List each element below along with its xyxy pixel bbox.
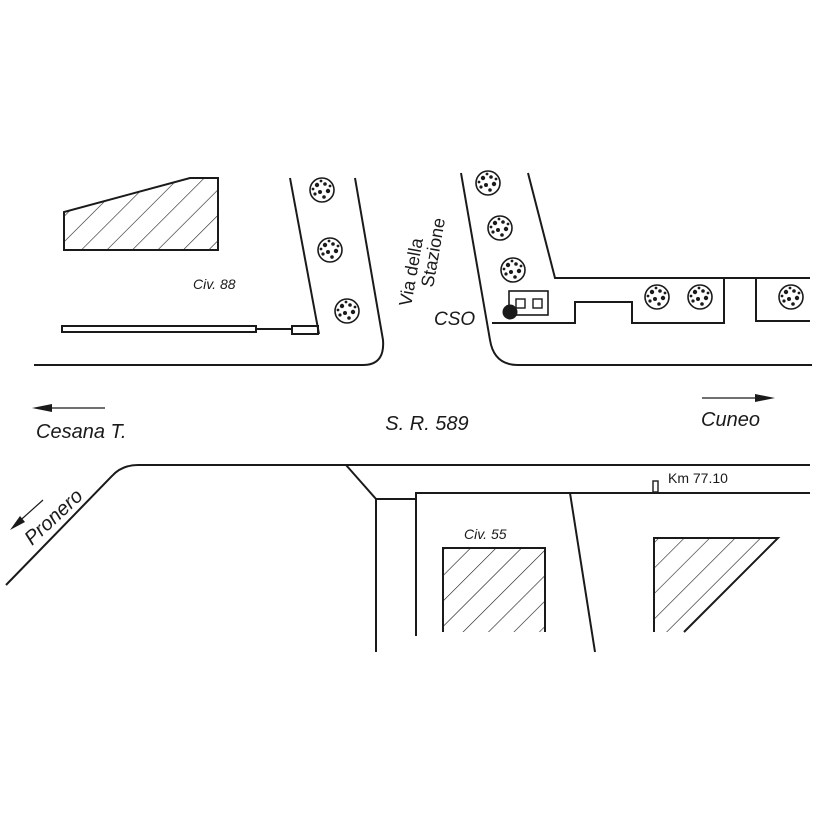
direction-sw-label: Pronero	[20, 485, 87, 550]
road-edge-south-inner	[345, 464, 377, 652]
arrow-east-head	[755, 394, 775, 402]
civic-number-north: Civ. 88	[193, 276, 236, 292]
building-south-civ55	[443, 548, 545, 632]
building-north-west-outline	[63, 178, 219, 251]
km-marker-label: Km 77.10	[668, 470, 728, 486]
arrow-west-head	[32, 404, 52, 412]
km-marker-post	[652, 480, 659, 493]
direction-west-label: Cesana T.	[36, 421, 126, 443]
street-name-line2: Stazione	[417, 216, 449, 288]
station-box	[508, 290, 549, 316]
tree-row-east	[475, 170, 804, 310]
tree-icon	[309, 177, 335, 203]
building-south-east-outline	[653, 537, 781, 633]
tree-icon	[317, 237, 343, 263]
building-north-west	[63, 177, 219, 251]
tree-icon	[487, 215, 513, 241]
tree-icon	[500, 257, 526, 283]
road-edge-north-east	[460, 172, 812, 366]
tree-icon	[687, 284, 713, 310]
civic-number-south: Civ. 55	[464, 526, 507, 542]
fence-north	[61, 325, 257, 333]
block-wall-north-east	[492, 278, 725, 324]
station-box-cell-b	[532, 298, 543, 309]
arrow-sw-head	[10, 516, 25, 530]
station-code-label: CSO	[434, 309, 475, 330]
tree-icon	[644, 284, 670, 310]
fence-gate	[291, 325, 319, 335]
station-marker-dot	[502, 304, 518, 320]
block-wall-far-east	[755, 278, 810, 322]
block-south-divider	[569, 492, 596, 653]
station-box-cell-a	[515, 298, 526, 309]
building-south-east	[654, 538, 778, 632]
sidewalk-east-edge	[527, 172, 810, 279]
direction-east-label: Cuneo	[701, 409, 760, 431]
road-edge-south	[5, 464, 810, 586]
road-edge-south-block	[376, 492, 810, 500]
road-edge-north-west	[34, 177, 385, 366]
tree-row-west	[309, 177, 360, 324]
tree-icon	[475, 170, 501, 196]
tree-icon	[334, 298, 360, 324]
tree-icon	[778, 284, 804, 310]
building-south-civ55-outline	[442, 547, 546, 632]
sidewalk-west-edge	[289, 177, 320, 335]
road-name-label: S. R. 589	[385, 413, 468, 435]
